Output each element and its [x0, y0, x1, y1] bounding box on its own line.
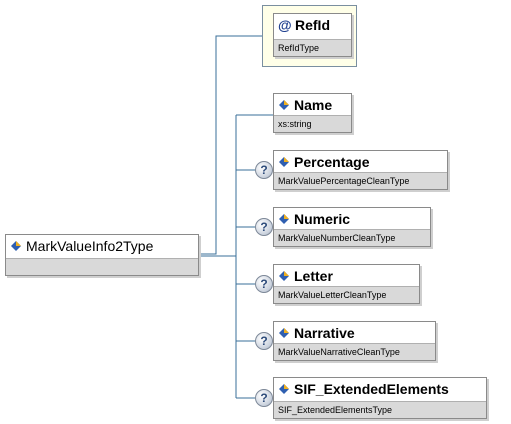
attribute-name: RefId	[295, 17, 330, 33]
root-type-bar	[6, 258, 198, 275]
element-type: SIF_ExtendedElementsType	[274, 401, 486, 418]
element-letter-box[interactable]: Letter MarkValueLetterCleanType	[273, 264, 420, 304]
root-type-box[interactable]: MarkValueInfo2Type	[5, 234, 199, 276]
element-icon	[279, 271, 289, 281]
element-label: Percentage	[294, 154, 370, 170]
element-label: Narrative	[294, 325, 355, 341]
element-type: MarkValueNarrativeCleanType	[274, 343, 435, 360]
attribute-refid-box[interactable]: @ RefId RefIdType	[273, 13, 352, 57]
element-name-box[interactable]: Name xs:string	[273, 93, 352, 133]
element-icon	[279, 384, 289, 394]
element-sif-extended-elements-box[interactable]: SIF_ExtendedElements SIF_ExtendedElement…	[273, 377, 487, 419]
element-label: Numeric	[294, 211, 351, 227]
element-label: Name	[294, 97, 333, 113]
optional-marker-icon: ?	[255, 332, 273, 350]
element-type: MarkValueNumberCleanType	[274, 229, 430, 246]
attribute-type: RefIdType	[274, 39, 351, 56]
optional-marker-icon: ?	[255, 389, 273, 407]
element-label: Letter	[294, 268, 333, 284]
element-icon	[11, 241, 21, 251]
optional-marker-icon: ?	[255, 275, 273, 293]
element-type: MarkValuePercentageCleanType	[274, 172, 447, 189]
at-icon: @	[278, 17, 292, 33]
element-icon	[279, 157, 289, 167]
element-percentage-box[interactable]: Percentage MarkValuePercentageCleanType	[273, 150, 448, 190]
element-label: SIF_ExtendedElements	[294, 381, 449, 397]
element-icon	[279, 100, 289, 110]
optional-marker-icon: ?	[255, 161, 273, 179]
optional-marker-icon: ?	[255, 218, 273, 236]
element-icon	[279, 328, 289, 338]
element-narrative-box[interactable]: Narrative MarkValueNarrativeCleanType	[273, 321, 436, 361]
element-icon	[279, 214, 289, 224]
element-type: MarkValueLetterCleanType	[274, 286, 419, 303]
element-numeric-box[interactable]: Numeric MarkValueNumberCleanType	[273, 207, 431, 247]
root-type-name: MarkValueInfo2Type	[26, 238, 154, 254]
element-type: xs:string	[274, 115, 351, 132]
